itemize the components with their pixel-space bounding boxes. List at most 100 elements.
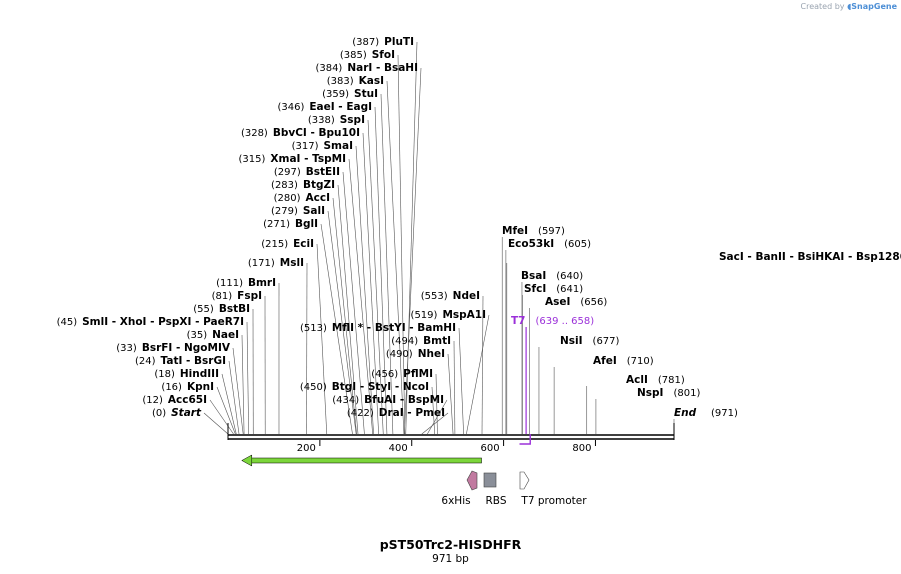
plasmid-name: pST50Trc2-HISDHFR — [379, 537, 522, 552]
site-name: MflI * - BstYI - BamHI — [332, 322, 456, 334]
site-name: EaeI - EagI — [309, 101, 372, 113]
site-name: AseI — [545, 296, 570, 308]
site-label: MslI (171) — [248, 257, 304, 269]
feature: 6xHis — [441, 470, 478, 507]
site-position: (280) — [274, 193, 301, 204]
site-position: (456) — [371, 369, 398, 380]
site-name: End — [674, 407, 697, 419]
site-position: (111) — [216, 278, 243, 289]
site-name: XmaI - TspMI — [270, 153, 346, 165]
site-name: PluTI — [384, 36, 414, 48]
site-name: AccI — [306, 192, 330, 204]
site-name: KpnI — [187, 381, 214, 393]
site-label: SmaI(317) — [292, 140, 353, 152]
site-position: (16) — [161, 382, 182, 393]
credit-prefix: Created by — [800, 2, 845, 11]
leader-line — [466, 314, 490, 435]
site-label: Eco53kI(605) — [508, 238, 591, 250]
site-name: EciI — [293, 238, 314, 250]
site-label: BtgI - StyI - NcoI(450) — [300, 381, 429, 393]
leader-line — [355, 145, 374, 435]
site-name: MslI — [280, 257, 304, 269]
site-position: (387) — [352, 37, 379, 48]
tick-label: 600 — [480, 443, 499, 454]
site-name: BsaI — [521, 270, 546, 282]
leader-line — [232, 347, 244, 435]
site-position: (641) — [556, 284, 583, 295]
leader-line — [320, 223, 353, 435]
leader-line — [481, 295, 484, 435]
site-name: BsrFI - NgoMIV — [142, 342, 231, 354]
leader-line — [216, 386, 236, 435]
site-name: SacI - BanII - BsiHKAI - Bsp1286I — [719, 251, 901, 263]
site-position: (710) — [627, 356, 654, 367]
plasmid-length: 971 bp — [432, 553, 469, 565]
site-leader-lines — [203, 41, 675, 435]
site-position: (494) — [391, 336, 418, 347]
site-position: (338) — [308, 115, 335, 126]
site-name: BstEII — [306, 166, 340, 178]
promoter-icon — [519, 471, 530, 490]
site-position: (279) — [271, 206, 298, 217]
snapgene-logo-icon: ◖ — [847, 2, 852, 11]
sequence-backbone — [227, 423, 675, 445]
site-name: BfuAI - BspMI — [364, 394, 444, 406]
feature: RBS — [483, 472, 507, 507]
site-label: SfcI(641) — [524, 283, 583, 295]
site-position: (553) — [421, 291, 448, 302]
site-position: (513) — [300, 323, 327, 334]
site-position: (383) — [327, 76, 354, 87]
leader-line — [380, 93, 394, 435]
site-label: T7(639 .. 658) — [511, 315, 594, 327]
site-name: NheI — [418, 348, 445, 360]
site-label: PflMI (456) — [371, 368, 433, 380]
site-position: (328) — [241, 128, 268, 139]
site-position: (315) — [239, 154, 266, 165]
site-name: SfoI — [372, 49, 395, 61]
site-position: (12) — [142, 395, 163, 406]
site-label: EciI(215) — [261, 238, 314, 250]
site-label: SspI(338) — [308, 114, 365, 126]
site-name: AfeI — [593, 355, 617, 367]
his-tag-icon — [466, 470, 478, 491]
site-name: NspI — [637, 387, 663, 399]
site-label: NdeI (553) — [421, 290, 480, 302]
site-position: (283) — [271, 180, 298, 191]
site-name: BglI — [295, 218, 318, 230]
site-name: NdeI — [453, 290, 480, 302]
site-label: AccI (280) — [274, 192, 330, 204]
site-label: MfeI(597) — [502, 225, 565, 237]
site-label: BtgZI(283) — [271, 179, 335, 191]
leader-line — [337, 184, 359, 435]
orf-arrow — [241, 454, 482, 467]
site-position: (801) — [673, 388, 700, 399]
site-position: (971) — [711, 408, 738, 419]
site-position: (450) — [300, 382, 327, 393]
leader-line — [348, 158, 373, 435]
site-label: FspI(81) — [212, 290, 262, 302]
leader-line — [221, 373, 237, 435]
site-label: Acc65I(12) — [142, 394, 207, 406]
site-position: (385) — [340, 50, 367, 61]
leader-line — [386, 80, 405, 435]
site-position: (346) — [277, 102, 304, 113]
leader-line — [327, 210, 357, 435]
site-name: NarI - BsaHI — [347, 62, 418, 74]
site-labels: PluTI(387)SfoI(385)NarI - BsaHI(384)KasI… — [57, 36, 901, 419]
site-name: PflMI — [403, 368, 433, 380]
site-position: (359) — [322, 89, 349, 100]
site-label: DraI - PmeI(422) — [347, 407, 445, 419]
site-name: HindIII — [180, 368, 219, 380]
site-name: SalI — [303, 205, 325, 217]
site-name: NaeI — [212, 329, 239, 341]
site-position: (171) — [248, 258, 275, 269]
site-position: (490) — [386, 349, 413, 360]
site-label: NheI (490) — [386, 348, 445, 360]
site-label: BstEII(297) — [274, 166, 340, 178]
leader-line — [246, 321, 249, 435]
leader-line — [453, 340, 456, 435]
feature-label: T7 promoter — [520, 495, 587, 507]
leader-line — [458, 327, 464, 435]
leader-line — [431, 386, 435, 435]
